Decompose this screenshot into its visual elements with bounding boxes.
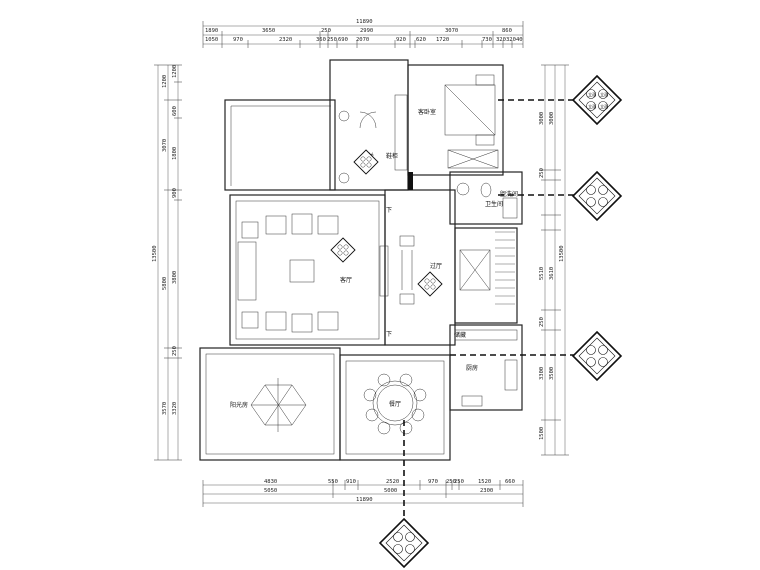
right-dimension-chain: 13500 3000 3000 250 5510 3610 250 3300 3… <box>539 64 569 456</box>
dim-top-r1-4: 2990 <box>360 28 373 34</box>
index-tag-label: 立面 <box>600 103 608 110</box>
dim-bot-r2-2: 5000 <box>384 488 397 494</box>
dim-left-8: 900 <box>172 188 178 198</box>
dim-right-9: 1500 <box>539 427 545 440</box>
room-label-laundry: 盥洗间 <box>500 190 518 198</box>
walls <box>199 59 523 461</box>
dim-bot-r1-5: 970 <box>428 479 438 485</box>
dim-top-r2-6: 690 <box>338 37 348 43</box>
bathroom-fixtures <box>456 182 518 219</box>
left-dimension-chain: 13500 1200 3070 5800 3570 1200 600 1800 … <box>152 64 182 461</box>
dim-right-6: 250 <box>539 317 545 327</box>
dim-bot-r1-8: 1520 <box>478 479 491 485</box>
dim-right-4: 5510 <box>539 267 545 280</box>
index-tag-right-1: 立面 立面 立面 立面 <box>571 74 623 126</box>
bedroom-furniture <box>394 74 499 171</box>
dim-bot-r2-3: 2300 <box>480 488 493 494</box>
dim-bot-r1-7: 250 <box>454 479 464 485</box>
index-tag-label: 立面 <box>588 91 596 98</box>
index-tag-foyer <box>353 149 379 175</box>
dim-top-r2-11: 730 <box>482 37 492 43</box>
dim-left-4: 3570 <box>162 402 168 415</box>
dim-top-r2-4: 360 <box>316 37 326 43</box>
dim-top-r2-8: 920 <box>396 37 406 43</box>
dim-bot-r2-1: 5050 <box>264 488 277 494</box>
dim-top-r2-2: 970 <box>233 37 243 43</box>
index-tag-bottom <box>378 517 430 569</box>
room-label-sun-terrace: 阳光房 <box>230 401 248 409</box>
dim-left-10: 250 <box>172 346 178 356</box>
dim-top-r2-10: 1720 <box>436 37 449 43</box>
dim-left-overall: 13500 <box>152 245 158 262</box>
dim-bot-r1-9: 660 <box>505 479 515 485</box>
dim-left-5: 1200 <box>172 65 178 78</box>
index-tag-right-3 <box>571 330 623 382</box>
dim-right-overall: 13500 <box>559 245 565 262</box>
dim-top-r2-1: 1050 <box>205 37 218 43</box>
dim-top-r2-7: 2070 <box>356 37 369 43</box>
index-tag-label: 立面 <box>600 91 608 98</box>
dim-right-8: 3500 <box>549 367 555 380</box>
dim-top-r2-3: 2320 <box>279 37 292 43</box>
dim-top-r2-9: 620 <box>416 37 426 43</box>
room-label-bedroom: 客卧室 <box>418 108 436 116</box>
room-label-storage: 储藏 <box>454 331 466 339</box>
dim-top-r2-13: 320 <box>506 37 516 43</box>
dim-right-5: 3610 <box>549 267 555 280</box>
step-label-2: 下 <box>386 331 392 338</box>
staircase <box>459 231 515 305</box>
room-label-kitchen: 厨房 <box>466 364 478 372</box>
index-lines <box>403 99 580 525</box>
dim-top-r1-6: 860 <box>502 28 512 34</box>
dining-table <box>363 373 427 435</box>
index-tag-label: 立面 <box>588 103 596 110</box>
room-label-living-room: 客厅 <box>340 276 352 284</box>
foyer-details <box>338 110 413 190</box>
dim-top-r2-5: 250 <box>327 37 337 43</box>
index-tag-living <box>330 237 356 263</box>
dim-top-r2-12: 320 <box>496 37 506 43</box>
room-label-shoe-cabinet: 鞋柜 <box>386 152 398 160</box>
dim-top-r1-3: 250 <box>321 28 331 34</box>
top-dimension-chain: 11890 1890 3650 250 2990 3070 860 1050 9… <box>202 19 524 48</box>
dim-top-r1-1: 1890 <box>205 28 218 34</box>
dim-right-7: 3300 <box>539 367 545 380</box>
bottom-dimension-chain: 4830 550 910 2520 970 250 250 1520 660 5… <box>202 479 524 507</box>
index-tag-right-2 <box>571 170 623 222</box>
dim-top-overall: 11890 <box>356 19 373 25</box>
dim-right-2: 3000 <box>549 112 555 125</box>
dim-right-1: 3000 <box>539 112 545 125</box>
step-label-1: 下 <box>386 207 392 214</box>
room-label-bathroom: 卫生间 <box>485 200 503 208</box>
room-label-corridor: 过厅 <box>430 262 442 270</box>
dim-left-11: 3320 <box>172 402 178 415</box>
dim-left-2: 3070 <box>162 139 168 152</box>
dim-bot-r1-6: 250 <box>446 479 456 485</box>
dim-top-r1-5: 3070 <box>445 28 458 34</box>
dim-left-6: 600 <box>172 106 178 116</box>
dim-top-r2-14: 40 <box>516 37 523 43</box>
dim-bot-r1-2: 550 <box>328 479 338 485</box>
dim-bot-r1-1: 4830 <box>264 479 277 485</box>
room-label-dining-room: 餐厅 <box>389 400 401 408</box>
dim-bot-r1-3: 910 <box>346 479 356 485</box>
dim-left-1: 1200 <box>162 75 168 88</box>
dim-top-r1-2: 3650 <box>262 28 275 34</box>
dim-bot-overall: 11890 <box>356 497 373 503</box>
dim-left-3: 5800 <box>162 277 168 290</box>
dim-left-9: 3800 <box>172 271 178 284</box>
dim-left-7: 1800 <box>172 147 178 160</box>
sun-terrace-furniture <box>250 378 307 432</box>
dim-right-3: 250 <box>539 168 545 178</box>
living-room-furniture <box>237 213 389 333</box>
kitchen-fixtures <box>454 329 518 407</box>
index-tag-hall <box>417 271 443 297</box>
hall-details <box>399 235 415 305</box>
dim-bot-r1-4: 2520 <box>386 479 399 485</box>
